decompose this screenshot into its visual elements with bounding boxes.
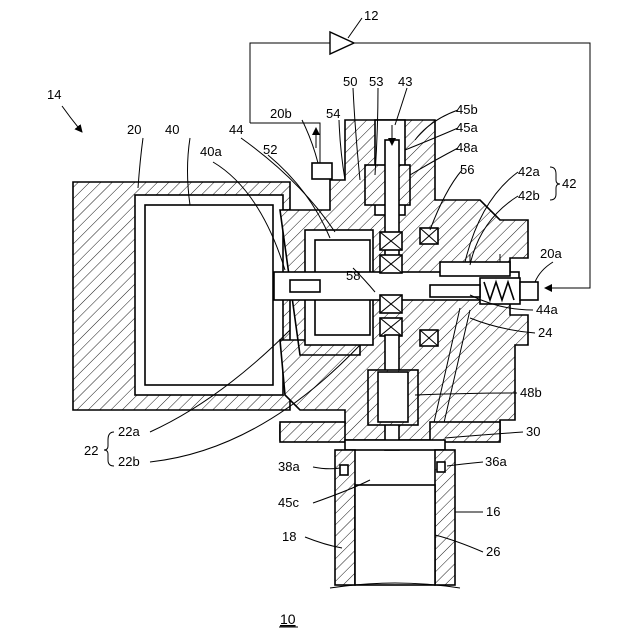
tank (330, 450, 460, 588)
label-14: 14 (47, 87, 61, 102)
label-45a: 45a (456, 120, 478, 135)
motor-housing (73, 182, 290, 410)
label-40: 40 (165, 122, 179, 137)
label-12: 12 (364, 8, 378, 23)
label-42a: 42a (518, 164, 540, 179)
label-54: 54 (326, 106, 340, 121)
label-22b: 22b (118, 454, 140, 469)
brace-22 (104, 432, 114, 466)
label-22a: 22a (118, 424, 140, 439)
label-20b: 20b (270, 106, 292, 121)
label-44: 44 (229, 122, 243, 137)
label-48a: 48a (456, 140, 478, 155)
label-42: 42 (562, 176, 576, 191)
label-30: 30 (526, 424, 540, 439)
label-50: 50 (343, 74, 357, 89)
label-53: 53 (369, 74, 383, 89)
label-24: 24 (538, 325, 552, 340)
label-56: 56 (460, 162, 474, 177)
label-58: 58 (346, 268, 360, 283)
label-44a: 44a (536, 302, 558, 317)
label-20a: 20a (540, 246, 562, 261)
label-40a: 40a (200, 144, 222, 159)
assembly-arrow (62, 106, 82, 132)
label-48b: 48b (520, 385, 542, 400)
motor-inner-core (145, 205, 273, 385)
label-20: 20 (127, 122, 141, 137)
label-45b: 45b (456, 102, 478, 117)
label-45c: 45c (278, 495, 299, 510)
label-22: 22 (84, 443, 98, 458)
label-18: 18 (282, 529, 296, 544)
label-36a: 36a (485, 454, 507, 469)
label-38a: 38a (278, 459, 300, 474)
label-42b: 42b (518, 188, 540, 203)
label-26: 26 (486, 544, 500, 559)
label-16: 16 (486, 504, 500, 519)
brace-42 (550, 167, 560, 200)
label-52: 52 (263, 142, 277, 157)
figure-number: 10 (280, 611, 296, 627)
label-43: 43 (398, 74, 412, 89)
